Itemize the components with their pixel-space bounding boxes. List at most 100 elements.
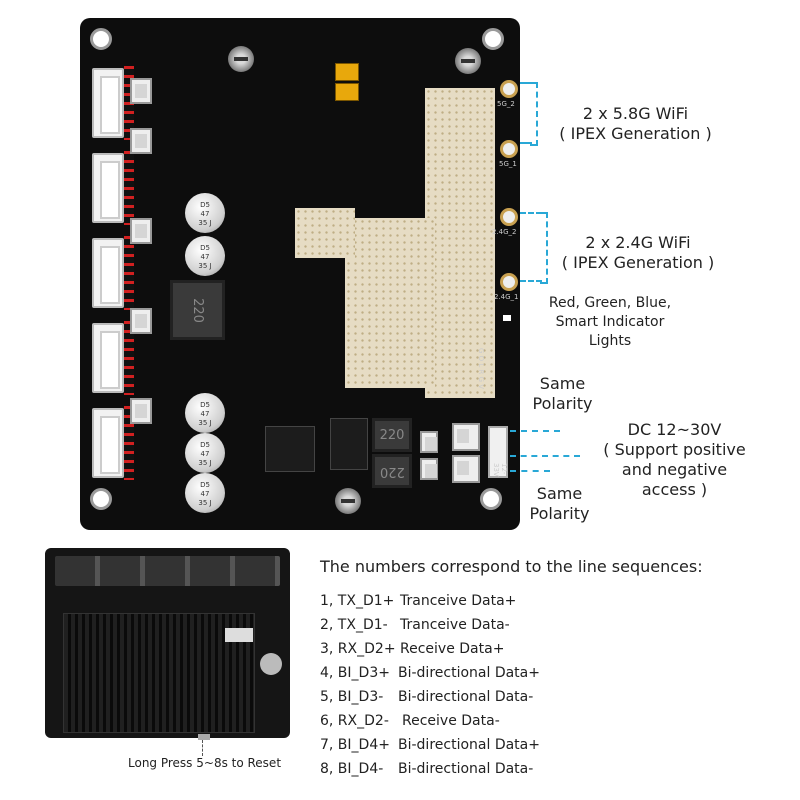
wifi-24g-label: 2 x 2.4G WiFi ( IPEX Generation ) [548, 233, 728, 273]
capacitor-label: D5 47 35 J [198, 201, 212, 227]
copper-ground-pad [345, 218, 435, 388]
legend-item-description: Bi-directional Data- [398, 761, 534, 777]
power-silk-label: 12-33V [492, 463, 508, 477]
led-label: Red, Green, Blue, Smart Indicator Lights [535, 294, 685, 351]
regulator-chip [330, 418, 368, 470]
same-polarity-top-label: Same Polarity [525, 374, 600, 414]
diode [420, 431, 438, 453]
ethernet-connector [92, 323, 124, 393]
pin-row [124, 236, 134, 310]
ethernet-connector [92, 68, 124, 138]
legend-item-description: Tranceive Data- [400, 617, 510, 633]
legend-item-number: 4, BI_D3+ [320, 665, 390, 681]
power-switch-component [452, 455, 480, 483]
heatsink [63, 613, 255, 733]
leader-line [520, 142, 532, 144]
inductor-label: 220 [189, 297, 205, 323]
led-line2: Smart Indicator [555, 314, 665, 330]
legend-item-description: Receive Data- [402, 713, 500, 729]
leader-line [520, 212, 542, 214]
dc-line1: DC 12~30V [627, 420, 722, 439]
capacitor-label: D5 47 35 J [198, 401, 212, 427]
screw [455, 48, 481, 74]
router-board-bottom-view [45, 548, 290, 740]
legend-item-number: 5, BI_D3- [320, 689, 384, 705]
legend-item-number: 3, RX_D2+ [320, 641, 396, 657]
reset-button[interactable] [198, 734, 210, 740]
capacitor-label: D5 47 35 J [198, 244, 212, 270]
ethernet-connector [92, 153, 124, 223]
same-polarity-bottom-line2: Polarity [529, 504, 590, 523]
leader-line [510, 455, 580, 457]
ethernet-connector [92, 238, 124, 308]
antenna-silk-label: 2.4G_1 [494, 293, 519, 301]
antenna-silk-label: 2.4G_2 [492, 228, 517, 236]
legend-item-number: 7, BI_D4+ [320, 737, 390, 753]
capacitor: D5 47 35 J [185, 236, 225, 276]
capacitor-label: D5 47 35 J [198, 481, 212, 507]
pin-row [124, 406, 134, 480]
same-polarity-top-line2: Polarity [532, 394, 593, 413]
wifi-5g-bracket [530, 82, 538, 146]
router-board-top-view: D5 47 35 J D5 47 35 J D5 47 35 J D5 47 3… [80, 18, 520, 530]
antenna-silk-label: 5G_1 [499, 160, 517, 168]
wifi-5g-label: 2 x 5.8G WiFi ( IPEX Generation ) [548, 104, 723, 144]
ethernet-connector-row [55, 556, 280, 586]
legend-item-number: 6, RX_D2- [320, 713, 389, 729]
same-polarity-bottom-label: Same Polarity [522, 484, 597, 524]
regulator-chip [265, 426, 315, 472]
reset-leader-line [202, 740, 203, 756]
transformer [130, 398, 152, 424]
capacitor: D5 47 35 J [185, 433, 225, 473]
led-silk-label: G O L R G V [477, 348, 485, 390]
mounting-hole [480, 488, 502, 510]
screw [335, 488, 361, 514]
ipex-antenna-connector [500, 208, 518, 226]
rgb-led [503, 315, 511, 321]
inductor-label: 220 [379, 463, 405, 479]
reset-label: Long Press 5~8s to Reset [128, 756, 282, 770]
ipex-antenna-connector [500, 140, 518, 158]
legend-item-description: Bi-directional Data+ [398, 665, 540, 681]
same-polarity-top-line1: Same [539, 374, 586, 393]
legend-title: The numbers correspond to the line seque… [320, 557, 703, 576]
same-polarity-bottom-line1: Same [536, 484, 583, 503]
leader-line [520, 82, 532, 84]
legend-item-description: Bi-directional Data- [398, 689, 534, 705]
led-line1: Red, Green, Blue, [548, 295, 672, 311]
dc-power-label: DC 12~30V ( Support positive and negativ… [582, 420, 767, 500]
dc-line2: ( Support positive [603, 440, 746, 459]
capacitor-label: D5 47 35 J [198, 441, 212, 467]
copper-ground-pad [295, 208, 355, 258]
leader-line [510, 470, 550, 472]
transformer [130, 308, 152, 334]
screw [228, 46, 254, 72]
dc-power-connector [488, 426, 508, 478]
wifi-24g-line2: ( IPEX Generation ) [561, 253, 715, 272]
transformer [130, 128, 152, 154]
inductor-label: 220 [379, 427, 405, 443]
legend-item-number: 1, TX_D1+ [320, 593, 395, 609]
wifi-5g-line1: 2 x 5.8G WiFi [582, 104, 689, 123]
mounting-hole [90, 488, 112, 510]
inductor: 220 [170, 280, 225, 340]
power-switch-component [452, 423, 480, 451]
legend-item-description: Tranceive Data+ [400, 593, 517, 609]
transformer [130, 78, 152, 104]
ipex-antenna-connector [500, 80, 518, 98]
pin-row [124, 66, 134, 140]
tantalum-capacitor [335, 83, 359, 101]
dc-line3: and negative [621, 460, 728, 479]
inductor: 220 [372, 454, 412, 488]
legend-item-number: 2, TX_D1- [320, 617, 388, 633]
leader-line [510, 430, 560, 432]
connector [225, 628, 253, 642]
leader-line [520, 280, 542, 282]
mounting-hole [482, 28, 504, 50]
legend-item-description: Bi-directional Data+ [398, 737, 540, 753]
pin-row [124, 321, 134, 395]
legend-item-description: Receive Data+ [400, 641, 505, 657]
wifi-24g-bracket [540, 212, 548, 284]
copper-ground-pad [425, 88, 495, 398]
wifi-24g-line1: 2 x 2.4G WiFi [585, 233, 691, 252]
